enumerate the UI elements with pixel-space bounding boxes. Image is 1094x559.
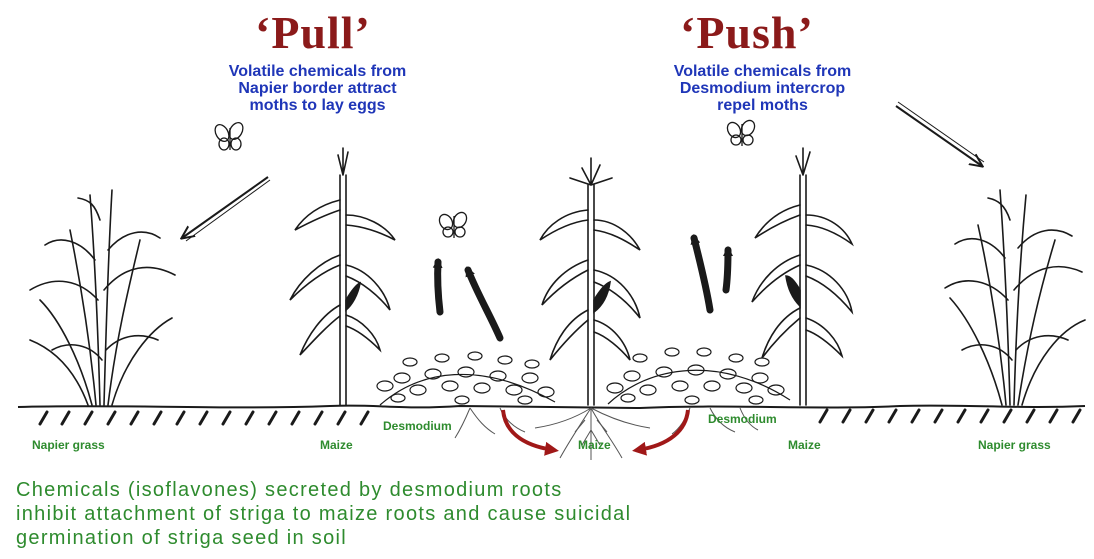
arrow-icon bbox=[182, 177, 268, 238]
maize-plant-icon bbox=[540, 158, 640, 405]
explanation-text: Chemicals (isoflavones) secreted by desm… bbox=[16, 478, 1086, 550]
label-maize-center: Maize bbox=[578, 438, 611, 452]
volatile-arrows bbox=[438, 238, 728, 338]
label-napier-grass-left: Napier grass bbox=[32, 438, 105, 452]
root-chemical-arrow-icon bbox=[503, 410, 553, 450]
push-heading: ‘Push’ bbox=[680, 6, 814, 59]
arrow-icon bbox=[438, 262, 440, 312]
label-maize-right: Maize bbox=[788, 438, 821, 452]
label-maize-left: Maize bbox=[320, 438, 353, 452]
label-desmodium-left: Desmodium bbox=[383, 419, 452, 433]
label-desmodium-right: Desmodium bbox=[708, 412, 777, 426]
moth-icon bbox=[437, 210, 469, 238]
arrow-icon bbox=[898, 102, 984, 162]
root-chemical-arrow-icon bbox=[638, 410, 688, 450]
arrow-icon bbox=[468, 270, 500, 338]
napier-grass-icon bbox=[945, 190, 1085, 405]
napier-grass-icon bbox=[30, 190, 175, 405]
arrow-icon bbox=[896, 106, 982, 166]
ground-line bbox=[18, 406, 1085, 408]
maize-plant-icon bbox=[290, 148, 395, 405]
arrow-icon bbox=[694, 238, 710, 310]
maize-plant-icon bbox=[752, 148, 852, 405]
pull-heading: ‘Pull’ bbox=[255, 6, 371, 59]
label-napier-grass-right: Napier grass bbox=[978, 438, 1051, 452]
arrow-icon bbox=[726, 250, 728, 290]
arrow-icon bbox=[186, 180, 270, 241]
moth-icon bbox=[212, 120, 245, 150]
desmodium-plant-icon bbox=[377, 352, 555, 405]
moth-icon bbox=[725, 118, 757, 146]
